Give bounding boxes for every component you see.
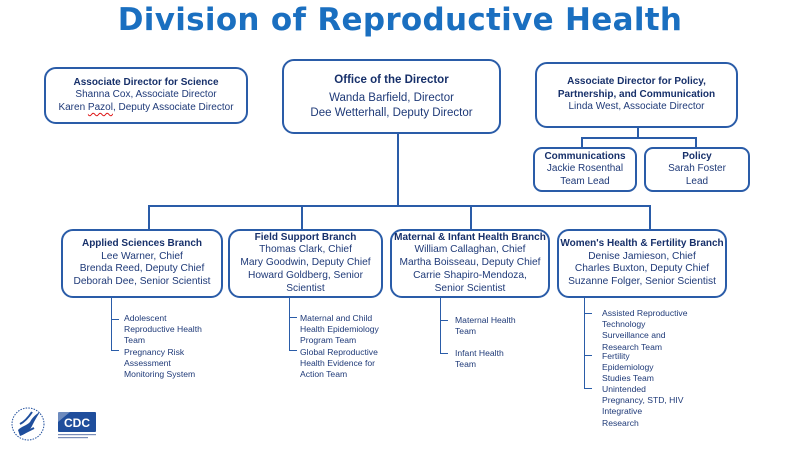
box-line: Team Lead [560,175,610,187]
box-line: Scientist [286,282,325,294]
connector [584,355,592,356]
connector [581,137,583,147]
box-line: Jackie Rosenthal [546,163,624,175]
connector [637,128,639,138]
connector [584,388,592,389]
spellcheck-flagged-word: Pazol [87,101,113,113]
box-heading: Associate Director for Science [73,76,219,88]
connector [289,317,297,318]
connector [111,298,112,350]
connector [148,205,650,207]
box-line: William Callaghan, Chief [414,244,526,256]
box-line: Carrie Shapiro-Mendoza, [413,269,527,281]
box-heading: Associate Director for Policy, [567,76,706,88]
name-text: Karen [58,101,88,113]
connector [584,298,585,388]
box-line: Shanna Cox, Associate Director [75,89,217,101]
box-line: Dee Wetterhall, Deputy Director [310,106,473,119]
box-line: Deborah Dee, Senior Scientist [73,276,211,288]
connector [584,313,592,314]
connector [695,137,697,147]
box-line: Senior Scientist [434,282,506,294]
policy-box: Policy Sarah Foster Lead [644,147,750,192]
womens-health-fertility-branch-box: Women's Health & Fertility Branch Denise… [557,229,727,298]
connector [649,205,651,230]
connector [289,350,297,351]
box-line: Karen Pazol, Deputy Associate Director [58,102,233,115]
box-heading: Policy [682,150,712,162]
connector [397,134,399,206]
box-line: Lead [685,175,709,187]
box-line: Sarah Foster [668,163,726,175]
box-line: Denise Jamieson, Chief [588,250,696,262]
box-line: Wanda Barfield, Director [329,92,454,105]
office-of-director-box: Office of the Director Wanda Barfield, D… [282,59,501,134]
box-line: Charles Buxton, Deputy Chief [574,263,710,275]
connector [470,205,472,230]
connector [440,353,448,354]
field-support-branch-box: Field Support Branch Thomas Clark, Chief… [228,229,383,298]
maternal-infant-health-branch-box: Maternal & Infant Health Branch William … [390,229,550,298]
connector [148,205,150,230]
box-heading: Partnership, and Communication [557,88,716,100]
cdc-logo: CDC [58,412,96,439]
box-line: Lee Warner, Chief [101,250,183,262]
connector [111,350,119,351]
box-heading: Maternal & Infant Health Branch [394,231,546,243]
title-text: , Deputy Associate Director [112,101,234,113]
hhs-eagle-logo [11,407,45,441]
box-heading: Applied Sciences Branch [81,238,203,250]
connector [301,205,303,230]
assoc-director-science-box: Associate Director for Science Shanna Co… [44,67,248,124]
box-line: Brenda Reed, Deputy Chief [79,263,205,275]
box-heading: Communications [544,150,626,162]
box-heading: Field Support Branch [254,231,357,243]
box-line: Suzanne Folger, Senior Scientist [568,276,716,288]
box-heading: Office of the Director [334,73,449,86]
connector [440,298,441,354]
hhs-cdc-logos: CDC [11,407,96,441]
connector [289,298,290,350]
connector [440,320,448,321]
box-line: Linda West, Associate Director [568,101,705,113]
communications-box: Communications Jackie Rosenthal Team Lea… [533,147,637,192]
box-heading: Women's Health & Fertility Branch [560,238,724,250]
cdc-logo-text: CDC [64,416,90,430]
box-line: Martha Boisseau, Deputy Chief [399,257,541,268]
page-title: Division of Reproductive Health [117,2,683,38]
connector [111,319,119,320]
box-line: Howard Goldberg, Senior [248,269,363,281]
applied-sciences-branch-box: Applied Sciences Branch Lee Warner, Chie… [61,229,223,298]
assoc-director-policy-box: Associate Director for Policy, Partnersh… [535,62,738,128]
logo-group: CDC [10,404,100,449]
box-line: Thomas Clark, Chief [259,244,352,256]
box-line: Mary Goodwin, Deputy Chief [240,257,371,268]
connector [581,137,696,139]
